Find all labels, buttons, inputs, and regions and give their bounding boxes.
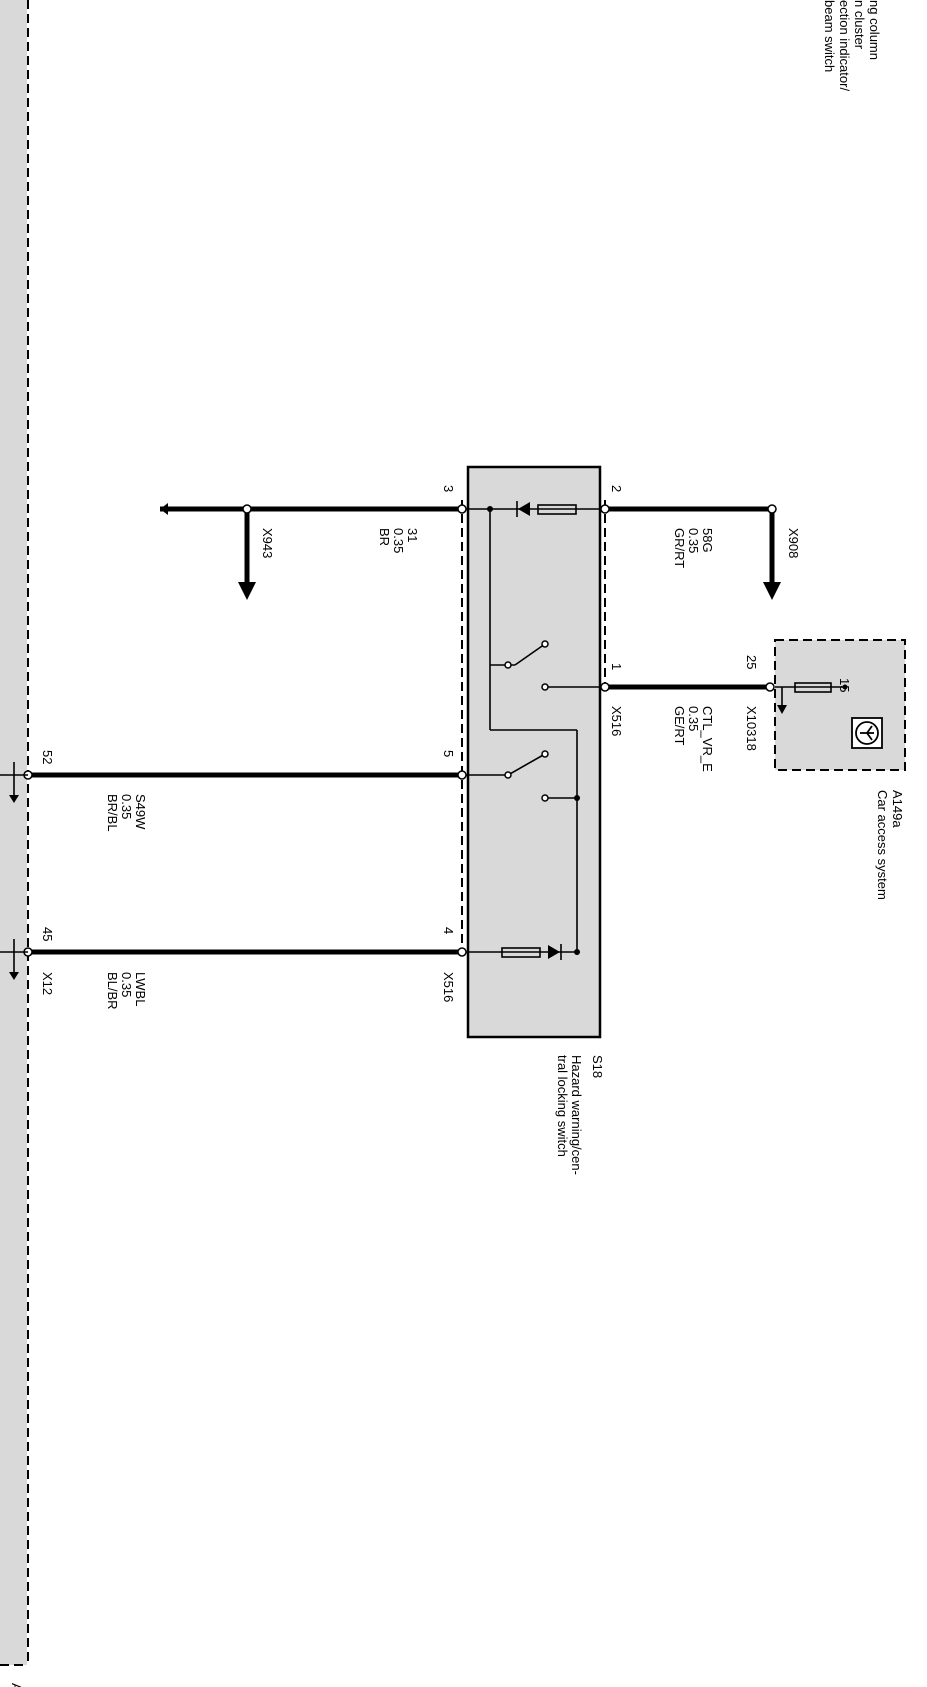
wire-lwbl-labels: LWBL 0.35 BL/BR [105,972,148,1010]
s18-ref-label: S18 [590,1055,605,1078]
wire-size: 0.35 [391,528,406,553]
a149a-pin-25-label: 25 [744,655,759,669]
wire-size: 0.35 [119,972,134,997]
led-icon [501,944,562,960]
a3-ref-label: A3 [9,1683,24,1687]
wire-signal: 58G [700,528,715,553]
a3-module-shading [0,0,27,1665]
arrow-down-icon [238,582,256,600]
ground-arrow-icon [160,503,168,515]
wire-31-labels: 31 0.35 BR [377,528,420,553]
wire-size: 0.35 [119,794,134,819]
wire-color: GE/RT [672,706,687,746]
led-icon [516,501,577,517]
a149a-ref-label: A149a [890,790,905,828]
x943-label: X943 [260,528,275,558]
s18-pin-3-label: 3 [441,485,456,492]
wire-signal: CTL_VR_E [700,706,715,772]
a149a-description: Car access system [875,790,890,900]
s18-pin-1-label: 1 [609,663,624,670]
wire-size: 0.35 [686,706,701,731]
x10318-label: X10318 [744,706,759,751]
s18-pin-5-label: 5 [441,750,456,757]
wire-signal: S49W [133,794,148,830]
wire-signal: 31 [405,528,420,542]
transistor-icon [851,717,883,749]
x908-label: X908 [786,528,801,558]
arrow-down-icon [763,582,781,600]
a3-description-line: beam switch [822,0,837,72]
s18-internal-circuit [462,506,605,955]
a3-pin-45-internal [0,939,28,980]
wire-s49w-labels: S49W 0.35 BR/BL [105,794,148,832]
wire-color: BL/BR [105,972,120,1010]
wire-color: BR/BL [105,794,120,832]
wire-signal: LWBL [133,972,148,1006]
a3-pin-52-label: 52 [40,750,55,764]
x12-label: X12 [40,972,55,995]
a3-pin-45-label: 45 [40,927,55,941]
a3-description-line: ection indicator/ [837,0,852,91]
s18-description-line: Hazard warning/cen- [569,1055,584,1175]
a3-description-line: n cluster [852,0,867,50]
wire-58g-labels: 58G 0.35 GR/RT [672,528,715,568]
wire-color: BR [377,528,392,546]
x516-label: X516 [609,706,624,736]
s18-pin-2-label: 2 [609,485,624,492]
a149a-internal-circuit [775,682,848,714]
a149a-pin-15-label: 15 [837,678,852,692]
a3-description: ng column n cluster ection indicator/ be… [822,0,882,91]
s18-description-line: tral locking switch [555,1055,570,1157]
wire-ctl-vr-e-labels: CTL_VR_E 0.35 GE/RT [672,706,715,772]
x516-label: X516 [441,972,456,1002]
wire-color: GR/RT [672,528,687,568]
a3-pin-52-internal [0,762,28,803]
a149a-module-box [774,639,906,771]
a3-description-line: ng column [867,0,882,60]
s18-pin-4-label: 4 [441,927,456,934]
wire-size: 0.35 [686,528,701,553]
s18-switch-box [466,465,602,1039]
